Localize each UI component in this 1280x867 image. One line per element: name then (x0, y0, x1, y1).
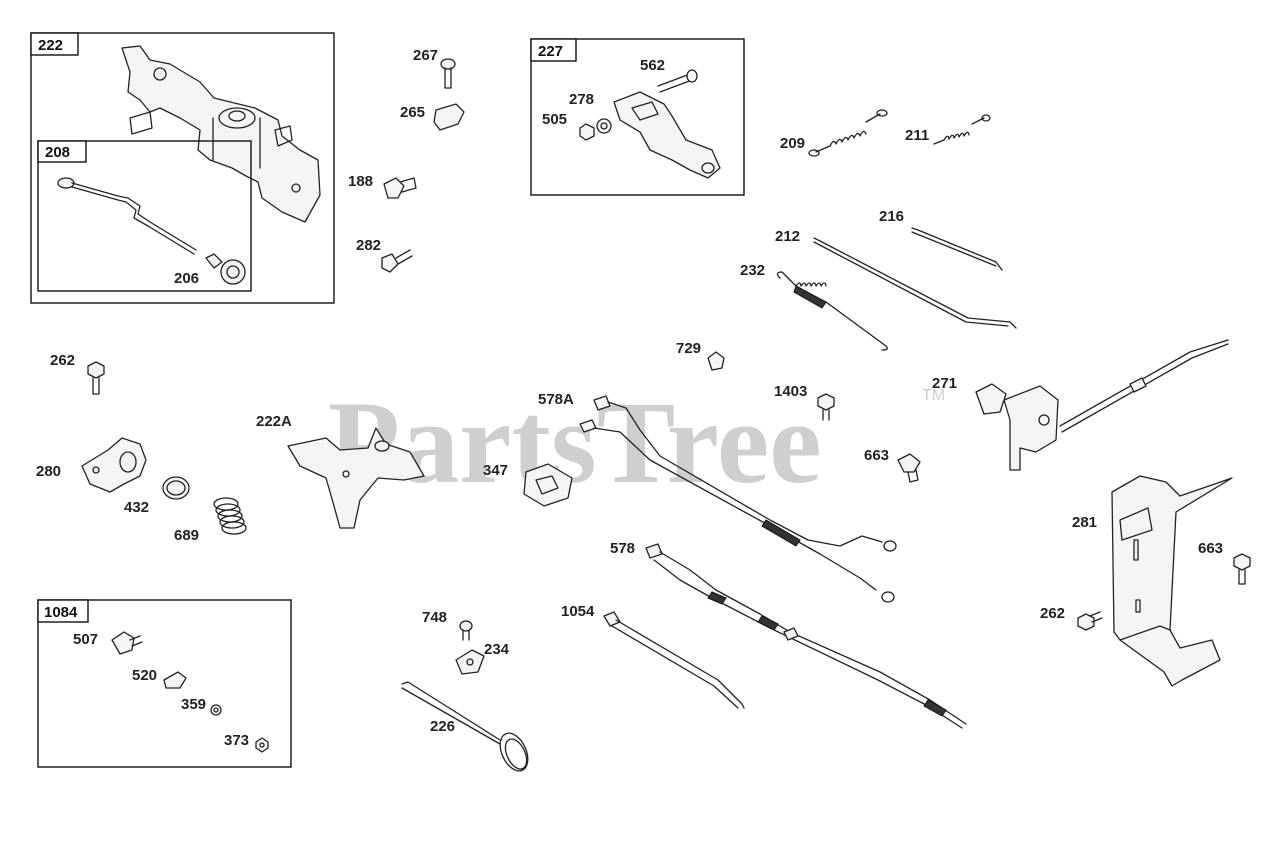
label-562: 562 (640, 57, 665, 74)
part-212-rod (813, 237, 1017, 329)
part-748-bolt (459, 620, 473, 641)
label-663-right: 663 (1198, 540, 1223, 557)
label-748: 748 (422, 609, 447, 626)
label-1403: 1403 (774, 383, 807, 400)
part-562-pin (657, 69, 698, 93)
label-222A: 222A (256, 413, 292, 430)
box-227-label: 227 (538, 43, 563, 60)
part-663-bolt-right (1233, 553, 1251, 585)
label-729: 729 (676, 340, 701, 357)
group-box-222: 222 208 206 (30, 32, 335, 304)
part-578-harness (645, 543, 967, 729)
label-505: 505 (542, 111, 567, 128)
part-505-nut (579, 123, 595, 141)
part-282-bolt (381, 249, 413, 273)
label-206: 206 (174, 270, 199, 287)
label-347: 347 (483, 462, 508, 479)
box-1084-frame (37, 599, 292, 768)
label-281: 281 (1072, 514, 1097, 531)
part-209-spring (808, 109, 888, 157)
label-280: 280 (36, 463, 61, 480)
label-278: 278 (569, 91, 594, 108)
part-267-screw (440, 58, 456, 89)
box-1084-label: 1084 (44, 604, 78, 621)
part-729-clip (707, 351, 725, 371)
label-234: 234 (484, 641, 510, 658)
part-206-knob (205, 253, 246, 285)
part-271-throttle-cable (975, 339, 1229, 471)
part-373-nut (255, 737, 269, 753)
label-271: 271 (932, 375, 957, 392)
part-1054-tie (603, 611, 745, 709)
label-663-mid: 663 (864, 447, 889, 464)
label-265: 265 (400, 104, 425, 121)
part-663-bolt-mid (897, 453, 921, 483)
part-216-rod (911, 227, 1003, 271)
part-208-link (57, 177, 197, 255)
label-211: 211 (905, 127, 929, 144)
label-578A: 578A (538, 391, 574, 408)
part-234-clip (455, 649, 485, 675)
part-227-lever (613, 91, 721, 179)
part-347-switch (523, 463, 573, 507)
label-216: 216 (879, 208, 904, 225)
part-507-switch (111, 631, 143, 655)
part-280-bracket (81, 437, 147, 493)
part-689-spring (213, 497, 247, 535)
part-432-ring (162, 476, 190, 500)
label-432: 432 (124, 499, 149, 516)
part-222-bracket (121, 45, 321, 223)
label-262-lower: 262 (1040, 605, 1065, 622)
part-281-panel (1111, 475, 1233, 687)
part-278-washer (596, 118, 612, 134)
box-208-frame (37, 140, 252, 292)
label-520: 520 (132, 667, 157, 684)
group-box-1084: 1084 (37, 599, 292, 768)
label-689: 689 (174, 527, 199, 544)
part-211-spring (933, 114, 991, 145)
label-262-upper: 262 (50, 352, 75, 369)
part-226-rod (401, 681, 529, 772)
label-1054: 1054 (561, 603, 595, 620)
part-232-spring (776, 271, 888, 351)
box-222-label: 222 (38, 37, 63, 54)
part-578A-harness (579, 395, 897, 603)
box-1084-tag (37, 599, 89, 623)
part-188-bolt (383, 177, 417, 199)
box-208-tag (37, 140, 87, 163)
box-222-frame (30, 32, 335, 304)
label-212: 212 (775, 228, 800, 245)
box-208-label: 208 (45, 144, 70, 161)
group-box-227: 227 (530, 38, 745, 196)
part-265-clip (433, 103, 465, 131)
watermark-text: PartsTree (328, 377, 822, 508)
label-226: 226 (430, 718, 455, 735)
part-222A-bracket (287, 427, 425, 529)
label-282: 282 (356, 237, 381, 254)
part-262-bolt-upper (87, 361, 105, 395)
label-232: 232 (740, 262, 765, 279)
label-373: 373 (224, 732, 249, 749)
part-1403-bolt (817, 393, 835, 421)
watermark-trademark: TM (922, 387, 945, 404)
part-262-bolt-lower (1077, 611, 1103, 631)
label-267: 267 (413, 47, 438, 64)
box-227-frame (530, 38, 745, 196)
label-578: 578 (610, 540, 635, 557)
label-209: 209 (780, 135, 805, 152)
label-359: 359 (181, 696, 206, 713)
part-520-bracket (163, 671, 187, 689)
box-222-tag (30, 32, 79, 56)
label-507: 507 (73, 631, 98, 648)
part-359-washer (210, 704, 222, 716)
label-188: 188 (348, 173, 373, 190)
box-227-tag (530, 38, 577, 62)
